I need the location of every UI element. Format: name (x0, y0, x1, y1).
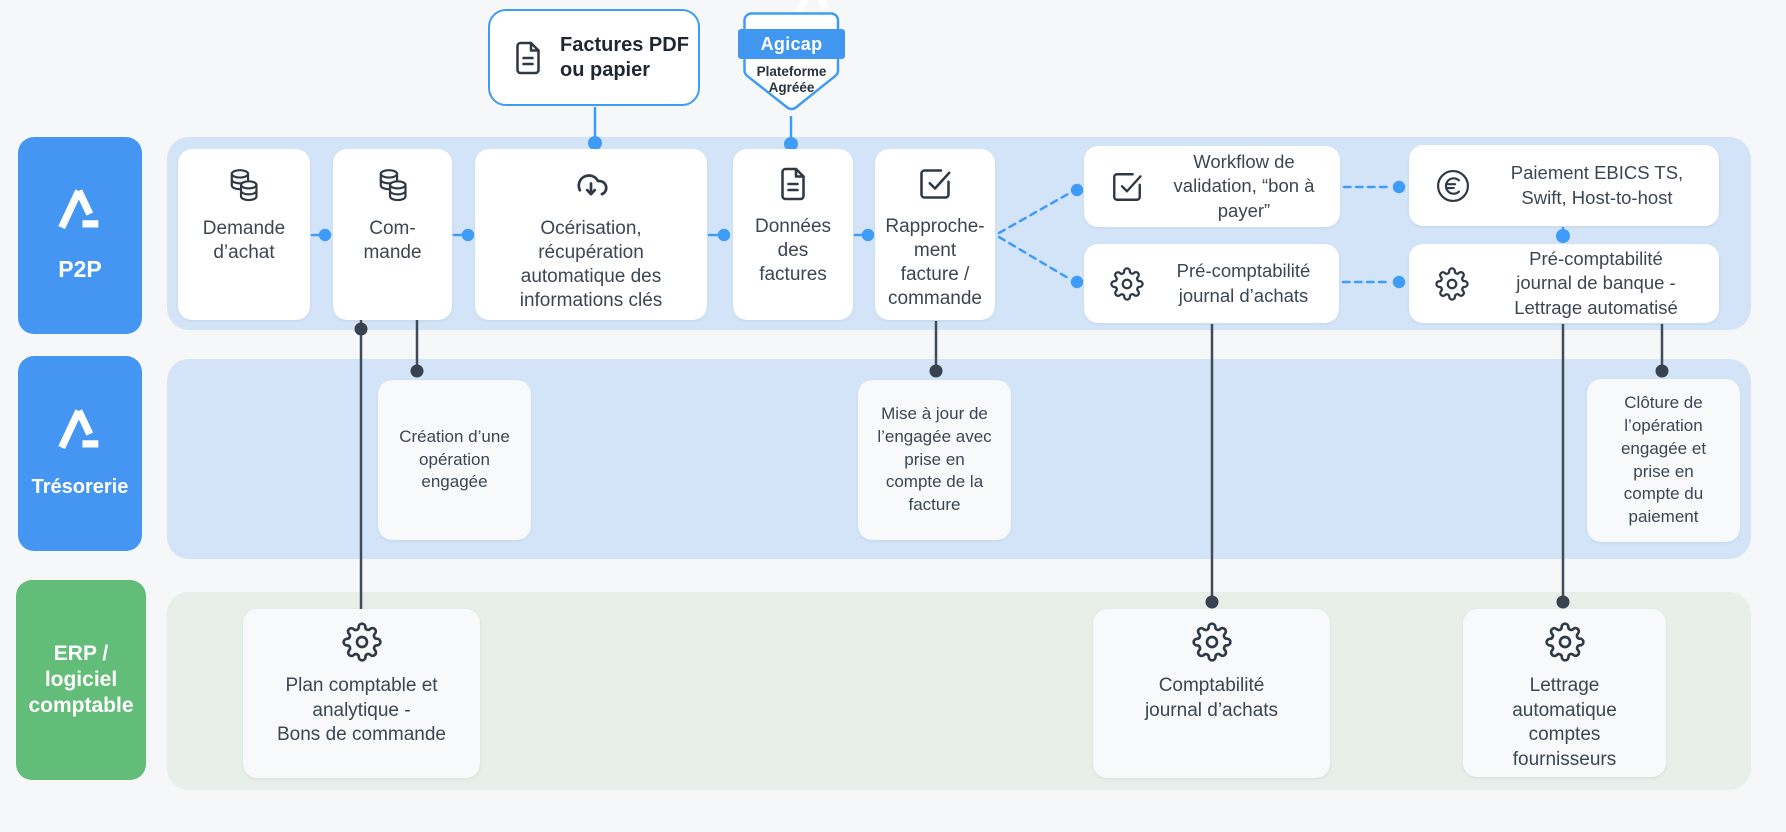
node-donnees-factures: Données des factures (733, 149, 853, 320)
node-comptabilite-achats: Comptabilité journal d’achats (1093, 609, 1330, 778)
coins-icon (225, 166, 263, 204)
node-precomptabilite-banque: Pré-comptabilité journal de banque - Let… (1409, 244, 1719, 323)
coins-icon (374, 166, 412, 204)
node-cloture-operation: Clôture de l’opération engagée et prise … (1587, 379, 1740, 542)
agicap-logo-icon (58, 407, 102, 449)
document-icon (775, 166, 811, 202)
node-label: Plan comptable et analytique - Bons de c… (277, 675, 446, 746)
gear-icon (1435, 267, 1469, 301)
node-workflow-validation: Workflow de validation, “bon à payer” (1084, 146, 1340, 227)
node-label: Demande d’achat (202, 218, 286, 263)
checkbox-icon (1110, 170, 1144, 204)
node-demande-achat: Demande d’achat (178, 149, 310, 320)
badge-brand: Agicap (738, 29, 845, 59)
document-icon (510, 40, 546, 76)
node-label: Création d’une opération engagée (399, 426, 510, 492)
agicap-badge: Agicap Plateforme Agréée (738, 12, 845, 116)
node-label: Pré-comptabilité journal de banque - Let… (1514, 248, 1678, 318)
node-precomptabilite-achats: Pré-comptabilité journal d’achats (1084, 244, 1339, 323)
gear-icon (1192, 622, 1232, 662)
sidebar-lane-erp: ERP / logiciel comptable (16, 580, 146, 780)
node-ocerisation: Océrisation, récupération automatique de… (475, 149, 707, 320)
node-label: Lettrage automatique comptes fournisseur… (1512, 675, 1617, 771)
node-creation-operation: Création d’une opération engagée (378, 380, 531, 540)
node-commande: Com- mande (333, 149, 452, 320)
node-label: Comptabilité journal d’achats (1144, 675, 1279, 721)
callout-label: Factures PDF ou papier (560, 33, 689, 81)
node-label: Clôture de l’opération engagée et prise … (1620, 392, 1707, 527)
agicap-watermark-icon (795, 0, 829, 14)
node-paiement-ebics: Paiement EBICS TS, Swift, Host-to-host (1409, 145, 1719, 226)
node-label: Données des factures (754, 216, 832, 285)
euro-icon (1435, 168, 1471, 204)
node-mise-a-jour-engagee: Mise à jour de l’engagée avec prise en c… (858, 380, 1011, 540)
node-rapprochement: Rapproche- ment facture / commande (875, 149, 995, 320)
lane-label-tresorerie: Trésorerie (31, 476, 129, 498)
node-label: Pré-comptabilité journal d’achats (1176, 260, 1311, 306)
lane-label-erp: ERP / logiciel comptable (28, 641, 134, 718)
node-label: Rapproche- ment facture / commande (885, 216, 985, 309)
badge-subtitle: Plateforme Agréée (756, 64, 827, 96)
sidebar-lane-tresorerie: Trésorerie (18, 356, 142, 551)
node-lettrage-automatique: Lettrage automatique comptes fournisseur… (1463, 609, 1666, 777)
lane-label-p2p: P2P (58, 256, 102, 283)
node-label: Océrisation, récupération automatique de… (519, 218, 663, 311)
node-label: Paiement EBICS TS, Swift, Host-to-host (1510, 162, 1684, 208)
sidebar-lane-p2p: P2P (18, 137, 142, 334)
cloud-download-icon (572, 166, 610, 204)
callout-factures: Factures PDF ou papier (488, 9, 700, 106)
checkbox-icon (917, 166, 953, 202)
node-label: Com- mande (363, 218, 422, 263)
node-label: Mise à jour de l’engagée avec prise en c… (877, 403, 992, 515)
gear-icon (1110, 267, 1144, 301)
gear-icon (342, 622, 382, 662)
agicap-logo-icon (58, 187, 102, 229)
node-plan-comptable: Plan comptable et analytique - Bons de c… (243, 609, 480, 778)
node-label: Workflow de validation, “bon à payer” (1173, 151, 1315, 221)
gear-icon (1545, 622, 1585, 662)
